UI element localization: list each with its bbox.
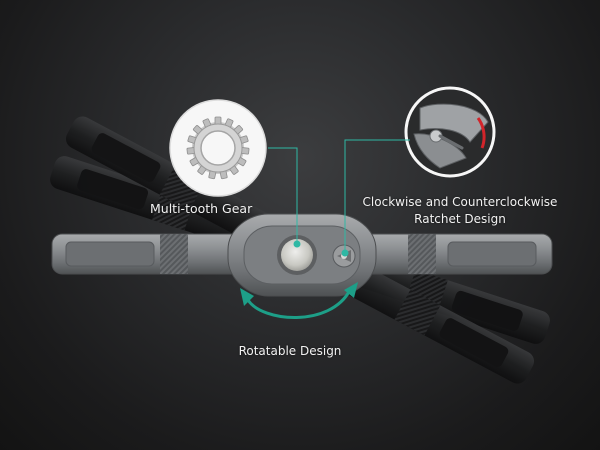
ratchet-label-line1: Clockwise and Counterclockwise — [362, 195, 558, 209]
ratchet-feature-label: Clockwise and Counterclockwise Ratchet D… — [350, 194, 570, 228]
ratchet-callout[interactable] — [341, 86, 496, 257]
ratchet-label-line2: Ratchet Design — [414, 212, 506, 226]
ratchet-callout-line — [344, 139, 410, 253]
gear-callout-line — [268, 147, 298, 244]
gear-callout-dot — [293, 240, 301, 248]
ratchet-callout-dot — [341, 249, 349, 257]
rotate-arrow-icon — [240, 282, 358, 319]
gear-callout[interactable] — [169, 99, 301, 248]
ratchet-icon — [413, 103, 489, 169]
rotate-feature-label: Rotatable Design — [238, 344, 342, 358]
gear-feature-label: Multi-tooth Gear — [150, 201, 253, 216]
drive-hub — [281, 239, 313, 271]
gear-icon — [186, 116, 250, 180]
main-handle — [51, 213, 553, 297]
